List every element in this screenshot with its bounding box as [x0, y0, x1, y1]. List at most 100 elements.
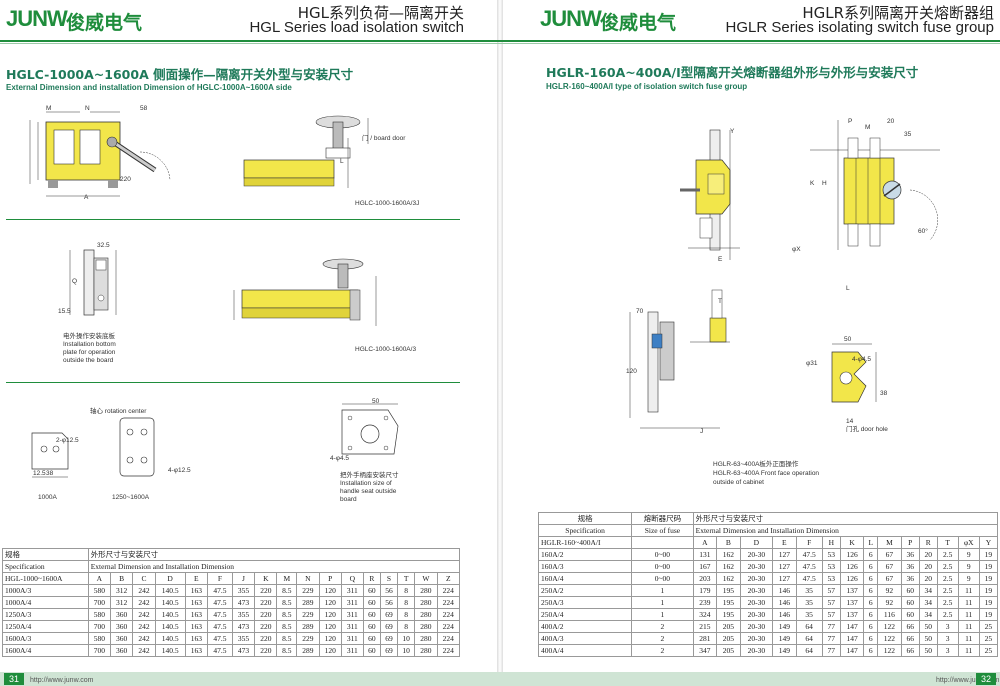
table-cell: 137 [839, 584, 865, 597]
table-cell: 47.5 [795, 560, 823, 573]
table-cell: 20-30 [739, 632, 774, 645]
table-cell: 67 [877, 548, 902, 561]
table-cell: 熔断器尺码 [631, 512, 694, 525]
table-cell: S [379, 572, 399, 585]
dim-label-58: 58 [140, 105, 148, 112]
table-cell: 35 [795, 608, 823, 621]
table-cell: 66 [900, 620, 920, 633]
table-cell: 35 [795, 584, 823, 597]
table-cell: 69 [379, 620, 399, 633]
table-cell: 220 [254, 584, 278, 597]
table-cell: 312 [109, 596, 134, 609]
table-cell: 229 [296, 632, 320, 645]
table-cell: 11 [957, 584, 980, 597]
table-cell: 400A/3 [537, 632, 633, 645]
table-cell: 2 [631, 644, 694, 657]
table-cell: 224 [436, 608, 461, 621]
table-cell: 19 [978, 548, 999, 561]
table-cell: 400A/4 [537, 644, 633, 657]
table-cell: 50 [918, 632, 938, 645]
table-cell: 8 [397, 620, 416, 633]
section-subtitle: HGLR-160~400A/I type of isolation switch… [546, 82, 748, 91]
table-cell: 242 [132, 620, 156, 633]
table-cell: 220 [254, 608, 278, 621]
table-cell: E [184, 572, 208, 585]
table-cell: 34 [918, 596, 938, 609]
table-cell: 2.5 [936, 584, 959, 597]
section-subtitle: External Dimension and installation Dime… [6, 83, 292, 92]
table-cell: 473 [231, 620, 256, 633]
section-separator [6, 219, 460, 220]
table-cell: 229 [296, 584, 320, 597]
plate-1250a-caption: 1250~1600A [112, 494, 150, 501]
table-cell: 250A/3 [537, 596, 633, 609]
door-hole-label: 门孔 door hole [846, 426, 888, 433]
rotation-center-label: 轴心 rotation center [90, 408, 147, 415]
dim-label-t: T [718, 298, 722, 305]
table-cell: 137 [839, 596, 865, 609]
dim-label-220: 220 [120, 176, 131, 183]
table-cell: 64 [795, 644, 823, 657]
table-cell: 126 [839, 560, 865, 573]
dim-label-38: 38 [46, 470, 54, 477]
dim-label-j: J [700, 428, 704, 435]
table-cell: M [276, 572, 298, 585]
dim-label-h: H [822, 180, 827, 187]
table-cell: 8.5 [276, 608, 298, 621]
table-cell: 8 [397, 584, 416, 597]
plate-1000a-drawing [31, 432, 69, 478]
dim-label-a: A [84, 194, 89, 201]
table-cell: 6 [863, 548, 879, 561]
front-operation-drawing [233, 258, 377, 326]
table-cell: 6 [863, 644, 879, 657]
dim-label-60deg: 60° [918, 228, 928, 235]
table-cell: 224 [436, 620, 461, 633]
table-cell: A [692, 536, 718, 549]
table-cell: 规格 [537, 512, 633, 525]
table-cell: 120 [318, 644, 342, 657]
table-cell: 147 [839, 644, 865, 657]
table-cell: 140.5 [154, 608, 186, 621]
table-cell: 60 [900, 584, 920, 597]
bottom-plate-caption-en1: Installation bottom [63, 341, 116, 348]
table-cell: 312 [109, 584, 134, 597]
handle-seat-drawing [341, 403, 399, 455]
table-cell: 11 [957, 644, 980, 657]
table-cell: 9 [957, 560, 980, 573]
table-cell: 34 [918, 608, 938, 621]
table-cell: 146 [772, 608, 797, 621]
table-cell: 311 [340, 596, 364, 609]
dim-label-m: M [865, 124, 871, 131]
table-cell: 60 [362, 584, 381, 597]
table-cell: 355 [231, 584, 256, 597]
table-cell: 20 [918, 572, 938, 585]
table-cell: 53 [821, 572, 841, 585]
table-cell: 122 [877, 620, 902, 633]
table-cell: 280 [414, 596, 438, 609]
table-cell: 2.5 [936, 572, 959, 585]
header-rule [0, 40, 500, 42]
table-cell: 163 [184, 620, 208, 633]
table-cell: D [739, 536, 774, 549]
table-cell: 311 [340, 632, 364, 645]
table-cell: 700 [87, 596, 112, 609]
table-cell: 162 [716, 548, 741, 561]
table-cell: 20-30 [739, 548, 774, 561]
brand-logo-en: JUNW [6, 6, 68, 31]
table-cell: 25 [978, 620, 999, 633]
table-cell: 280 [414, 644, 438, 657]
brand-logo-cn: 俊威电气 [66, 12, 143, 34]
table-cell: 66 [900, 644, 920, 657]
table-cell: N [296, 572, 320, 585]
table-cell: 163 [184, 632, 208, 645]
dim-label-15-5: 15.5 [58, 308, 71, 315]
fuse-top-drawing [810, 120, 940, 250]
table-cell: 34 [918, 584, 938, 597]
table-cell: 69 [379, 632, 399, 645]
table-cell: 2.5 [936, 596, 959, 609]
